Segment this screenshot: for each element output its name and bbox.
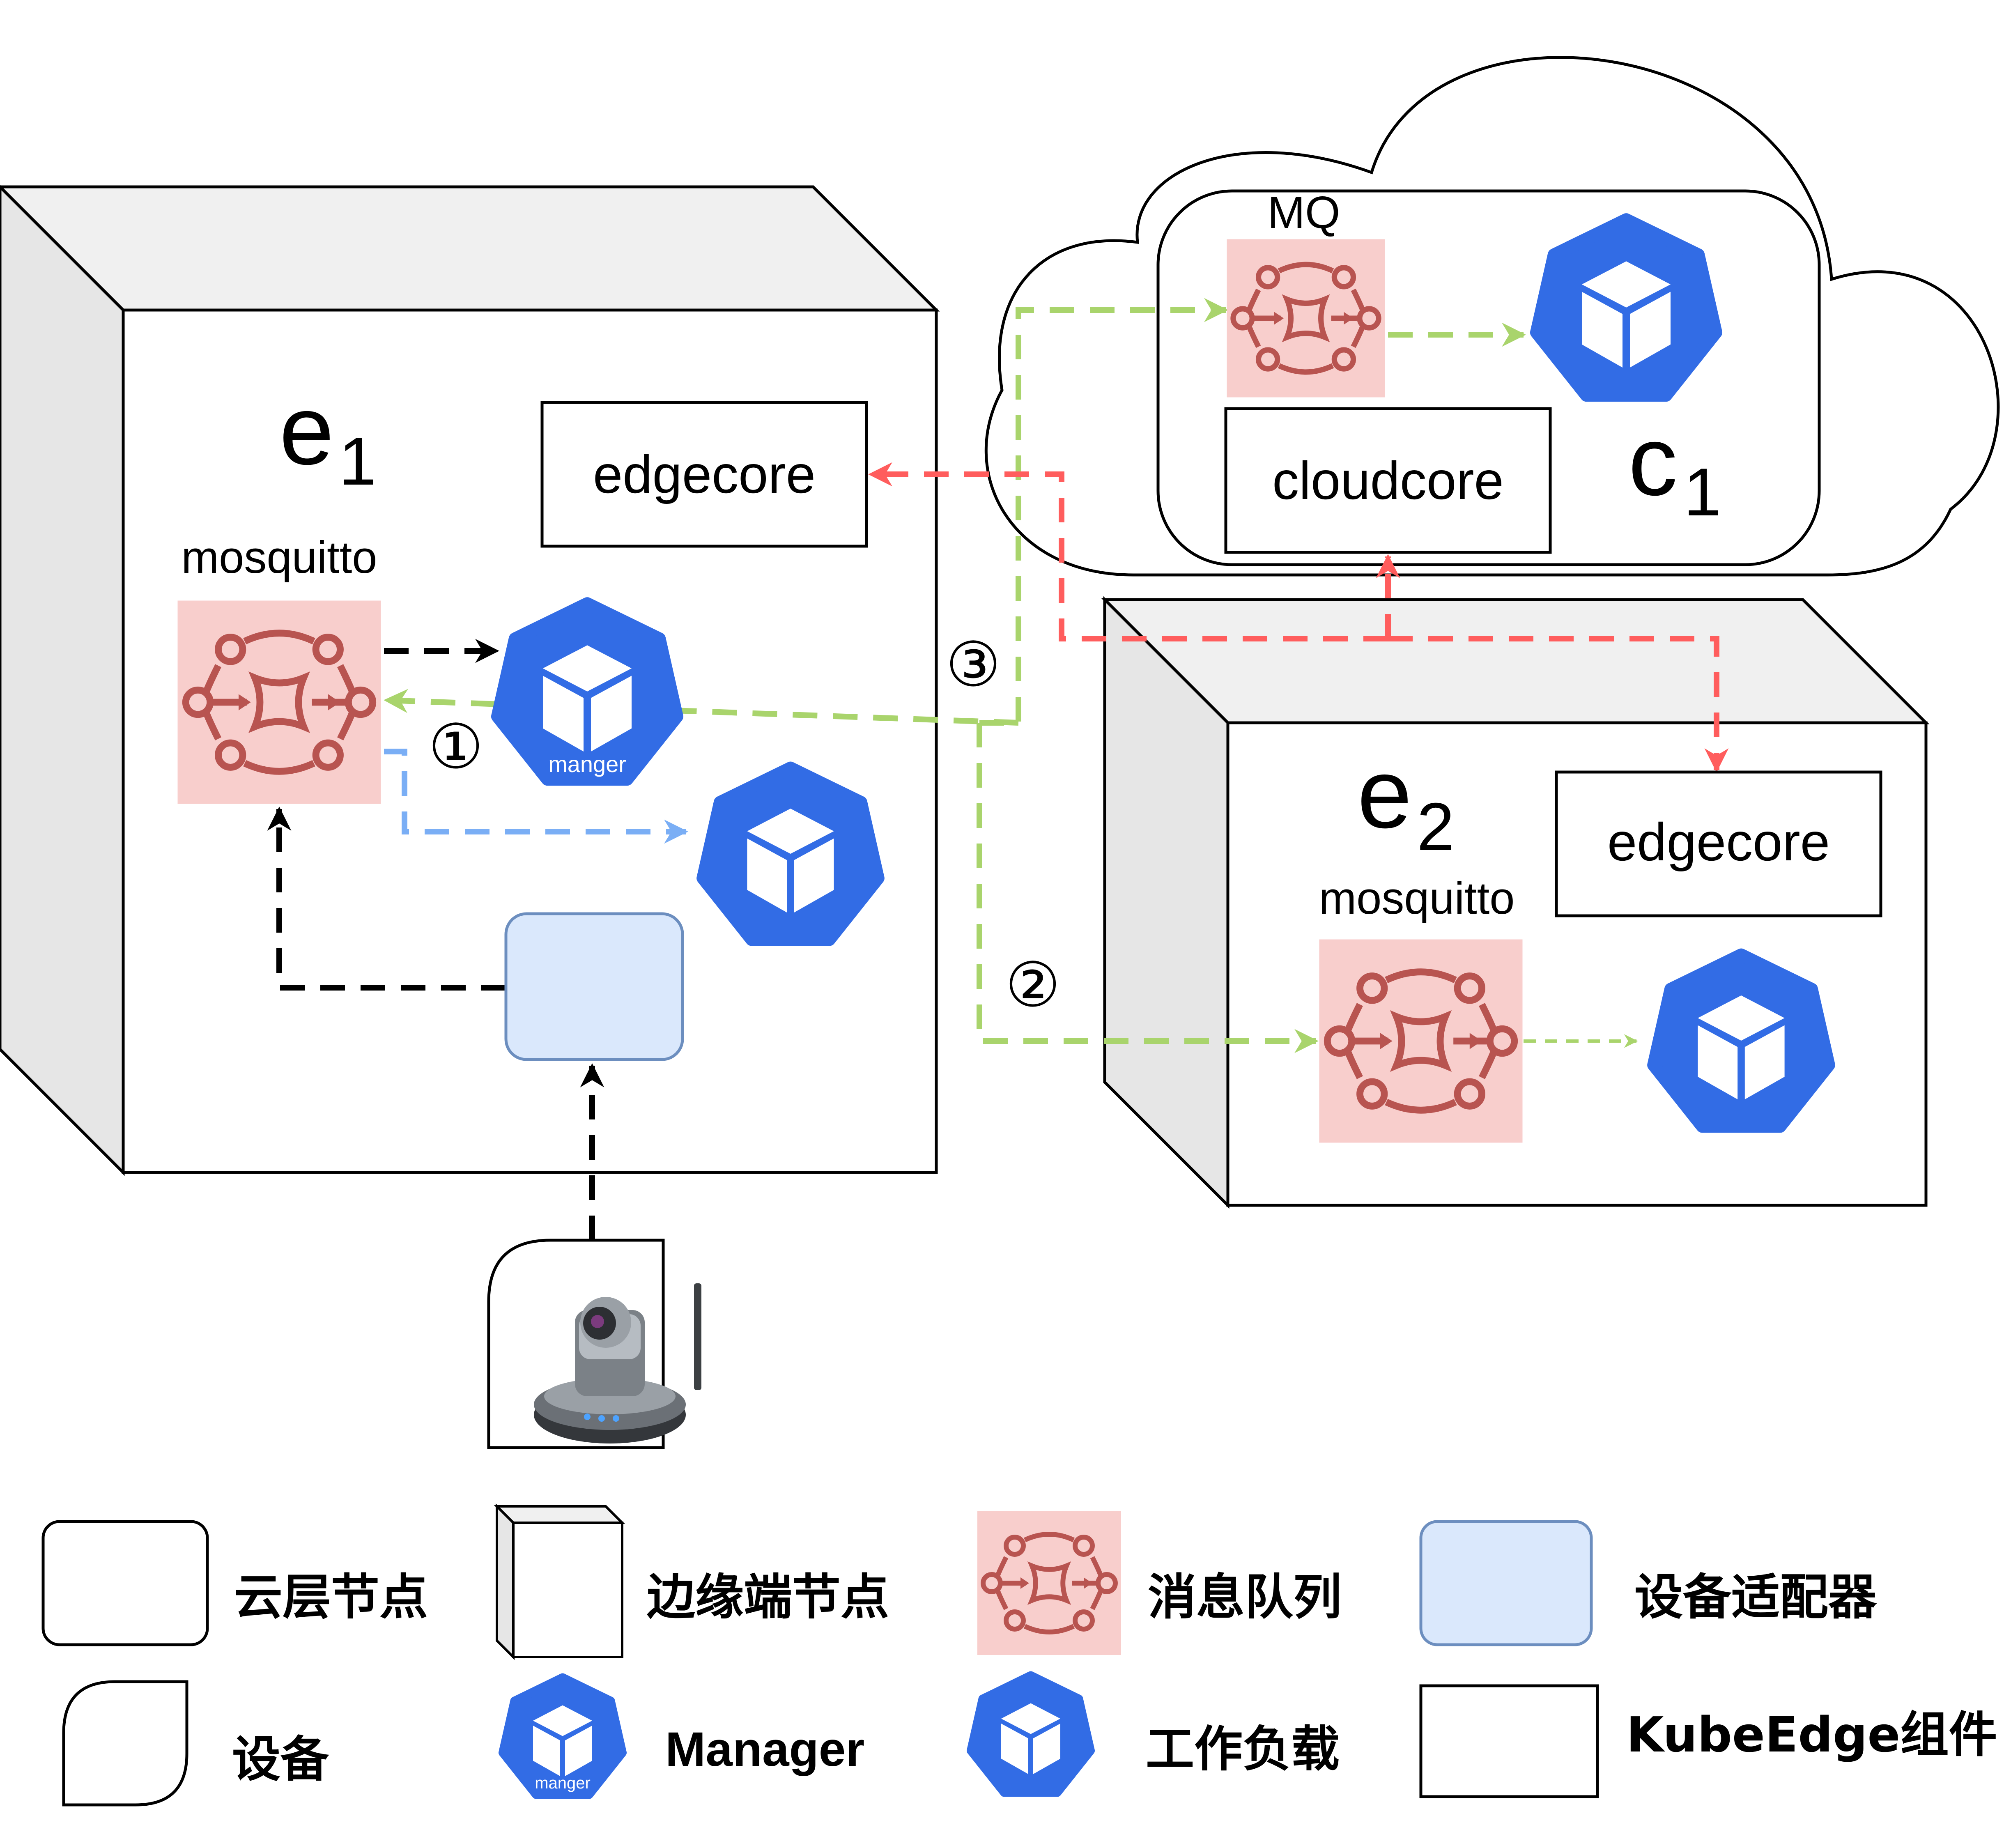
legend-message-queue-label: 消息队列 <box>1148 1569 1342 1625</box>
flow-manager-to-cloud-mq <box>979 298 1228 726</box>
flow-adapter-to-mosquitto <box>267 807 506 991</box>
edge-node-e1-top <box>0 185 940 312</box>
cloud-node-subscript: 1 <box>1684 454 1721 530</box>
edge-node-e2-title: e <box>1357 738 1412 848</box>
flow-manager-to-e2-mosquitto <box>977 723 1319 1053</box>
edge-node-e1-title: e <box>279 375 334 485</box>
flow-cloudcore-to-edgecore-e2 <box>1388 636 1729 772</box>
legend-device-adapter-swatch <box>1419 1520 1593 1646</box>
edge-node-e1 <box>0 185 940 1176</box>
mosquitto-e1-label: mosquitto <box>182 532 377 583</box>
edgecore-e2-box <box>1555 770 1882 917</box>
step-3-marker: ③ <box>946 629 1001 701</box>
edge-node-e2-top <box>1101 598 1930 724</box>
cloud-workload-icon <box>1537 220 1716 395</box>
edgecore-e2-label: edgecore <box>1607 812 1830 872</box>
flow-cloudcore-to-edgecore-e1 <box>868 462 1388 641</box>
edge-node-e1-subscript: 1 <box>339 423 377 499</box>
legend-manager-badge: manger <box>535 1774 591 1792</box>
mosquitto-e1-icon <box>178 601 381 804</box>
mq-label: MQ <box>1267 187 1340 238</box>
legend-device-adapter-label: 设备适配器 <box>1634 1569 1877 1625</box>
legend-message-queue-swatch <box>977 1511 1121 1655</box>
legend-cloud-node-swatch <box>41 1520 209 1646</box>
legend: 云层节点 边缘端节点 消息队列 设备适配器 设备 manger Manager … <box>41 1503 1997 1807</box>
legend-kubeedge-component-label: KubeEdge组件 <box>1626 1706 1997 1763</box>
legend-device-label: 设备 <box>232 1731 329 1788</box>
legend-edge-node-swatch <box>494 1503 625 1660</box>
workload-e2-icon <box>1654 955 1829 1126</box>
edge-node-e2-subscript: 2 <box>1417 789 1455 864</box>
mosquitto-e2-icon <box>1319 940 1523 1143</box>
workload-e1-icon <box>703 768 878 940</box>
legend-workload-swatch <box>971 1676 1091 1793</box>
cloudcore-label: cloudcore <box>1272 451 1504 510</box>
legend-kubeedge-component-swatch <box>1419 1684 1599 1798</box>
edge-node-e1-side <box>0 185 125 1176</box>
flow-mosquitto-to-workload <box>384 749 688 844</box>
manager-e1-badge: manger <box>548 751 626 777</box>
edgecore-e1-box <box>540 401 868 548</box>
device-adapter-e1 <box>504 912 684 1061</box>
legend-edge-node-label: 边缘端节点 <box>647 1569 889 1625</box>
webcam-icon <box>534 1283 701 1443</box>
flow-manager-to-mosquitto <box>384 689 1019 726</box>
legend-cloud-node-label: 云层节点 <box>234 1569 428 1625</box>
legend-device-swatch <box>62 1680 188 1807</box>
cloudcore-box <box>1224 407 1552 554</box>
step-2-marker: ② <box>1005 949 1060 1021</box>
cloud-mq-icon <box>1227 239 1385 398</box>
legend-workload-label: 工作负载 <box>1146 1721 1340 1777</box>
edgecore-e1-label: edgecore <box>593 444 816 504</box>
mosquitto-e2-label: mosquitto <box>1319 873 1515 924</box>
legend-manager-label: Manager <box>665 1722 864 1777</box>
step-1-marker: ① <box>428 711 483 783</box>
cloud-node-title: c <box>1628 406 1678 516</box>
